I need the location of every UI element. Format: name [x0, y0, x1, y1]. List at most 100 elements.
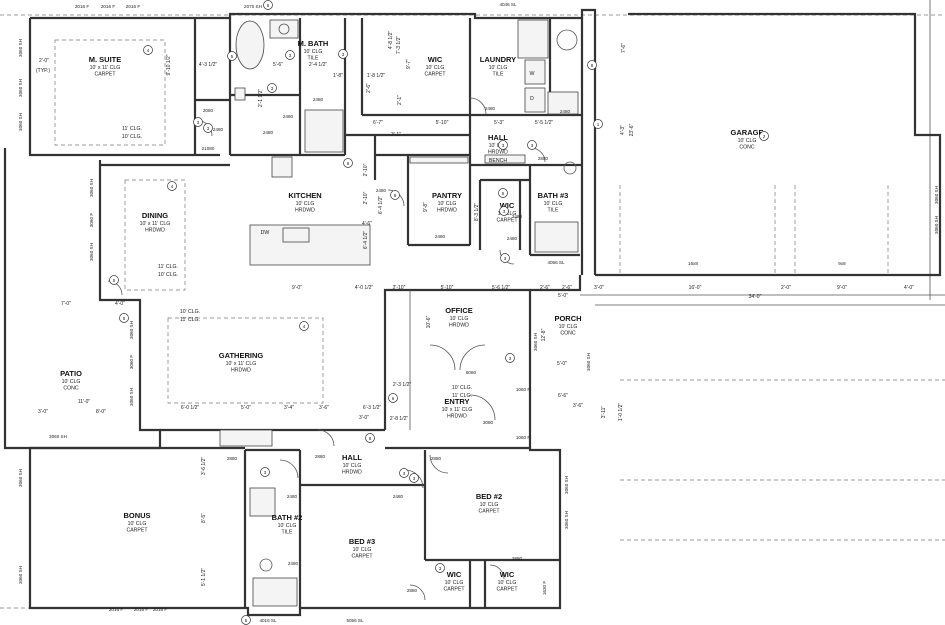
door-swings — [107, 97, 546, 601]
callout-number-c24: 3 — [439, 566, 442, 571]
window-tag-w-bot-2: 2016 F — [134, 607, 148, 612]
window-tag-w-gar-1: 3060 SH — [934, 186, 939, 204]
dimension-dm48: 3'-0" — [359, 415, 369, 421]
window-tag-w-top-2: 2016 F — [101, 4, 115, 9]
room-detail-bonus: 10' CLG — [128, 521, 147, 527]
callout-bubble-c26 — [500, 253, 510, 263]
window-tag-w-top-5: 4046 SL — [499, 2, 517, 7]
note-typ: (TYP.) — [36, 68, 51, 74]
window-tag-w-garage-door-2: 9x8 — [838, 261, 846, 266]
note-gather-clg: 10' CLG. — [180, 309, 200, 315]
dimension-dm8: 1'-8 1/2" — [367, 73, 386, 79]
room-detail-wic-hall: CARPET — [496, 218, 518, 224]
room-name-pantry: PANTRY — [432, 191, 462, 200]
door-tag-d14: 2880 — [315, 454, 326, 459]
room-name-laundry: LAUNDRY — [480, 55, 516, 64]
room-name-wic-bed3: WIC — [447, 570, 462, 579]
window-tag-w-off-1: 3060 SH — [533, 333, 538, 351]
window-tag-w-bed2-1: 3060 SH — [564, 476, 569, 494]
laundry-tub — [517, 19, 549, 59]
door-tag-d23: 2480 — [435, 234, 446, 239]
dimension-dm5: 2'-1 1/2" — [258, 89, 264, 108]
window-tag-w-top-3: 2016 F — [126, 4, 140, 9]
dimension-dm3: 4'-3 1/2" — [199, 62, 218, 68]
dimension-dm28: 2'-10" — [393, 285, 406, 291]
callout-number-c14: 4 — [171, 184, 174, 189]
room-detail-bed3: 10' CLG — [353, 547, 372, 553]
window-tag-w-din-3: 3060 SH — [89, 243, 94, 261]
callout-number-c12: 6 — [347, 161, 350, 166]
room-detail-patio: 10' CLG — [62, 379, 81, 385]
room-detail-entry: HRDWD — [447, 414, 467, 420]
callout-bubble-c3 — [193, 117, 203, 127]
dimension-dm15: 23'-6" — [629, 123, 635, 136]
callout-number-c9: 1 — [597, 122, 600, 127]
door-tag-d4: 21080 — [202, 146, 215, 151]
dryer — [524, 87, 546, 113]
window-tag-w-off-2: 4056 SL — [547, 260, 565, 265]
room-detail-kitchen: 10' CLG — [296, 201, 315, 207]
dimension-dm59: 2'-8 1/2" — [390, 416, 409, 422]
dimension-dm50: 10'-6" — [426, 315, 432, 328]
dimension-dm56: 8'-5" — [201, 513, 207, 523]
window-tag-w-bonus-2: 3060 SH — [18, 566, 23, 584]
room-detail-m-suite: CARPET — [94, 72, 116, 78]
room-detail-m-suite: 10' x 11' CLG — [90, 65, 121, 71]
dimension-dm18: 5'-10" — [436, 120, 449, 126]
note-msuite-clg2: 10' CLG. — [122, 134, 142, 140]
dimension-dm10: 7'-3 1/2" — [396, 36, 402, 55]
exterior-walls — [3, 8, 942, 617]
garage-doors — [619, 185, 889, 275]
window-tag-w-entry-2: 1060 F — [516, 435, 530, 440]
dimension-dm47: 3'-6" — [319, 405, 329, 411]
room-detail-gathering: HRDWD — [231, 368, 251, 374]
room-detail-bed2: CARPET — [478, 509, 500, 515]
callout-bubble-c9 — [593, 119, 603, 129]
callout-bubble-c14 — [167, 181, 177, 191]
note-gather-clg2: 11' CLG. — [180, 317, 200, 323]
room-name-bed2: BED #2 — [476, 492, 502, 501]
window-tag-w-left-3: 3060 SH — [18, 113, 23, 131]
callout-bubble-c29 — [499, 206, 509, 216]
window-tag-w-bed2-3: 1630 F — [542, 581, 547, 595]
window-tag-w-bonus-1: 3060 SH — [18, 469, 23, 487]
door-tag-d22: 2480 — [512, 214, 523, 219]
dimension-dm61: 8'-3 1/2" — [474, 203, 480, 222]
callout-number-c4: 3 — [342, 52, 345, 57]
callout-bubble-c5 — [227, 51, 237, 61]
dimension-dm46: 3'-4" — [284, 405, 294, 411]
window-tag-w-patio: 3060 SH — [49, 434, 67, 439]
dimension-dm44: 6'-0 1/2" — [181, 405, 200, 411]
callout-number-c3: 3 — [197, 120, 200, 125]
callout-number-c16: 5 — [502, 191, 505, 196]
room-detail-bath2: TILE — [282, 530, 293, 536]
dimension-labels: 2'-0"9'-10 1/2"4'-3 1/2"5'-6"2'-1 1/2"2'… — [38, 31, 914, 587]
room-name-kitchen: KITCHEN — [288, 191, 321, 200]
window-tag-w-bot-4: 4016 SL — [259, 618, 277, 623]
room-detail-wic-bed2: CARPET — [496, 587, 518, 593]
dimension-dm29: 5'-10" — [441, 285, 454, 291]
door-tag-d9: 2480 — [560, 109, 571, 114]
callout-number-c21: 6 — [369, 436, 372, 441]
sink-icon — [278, 23, 290, 35]
room-name-wic-bed2: WIC — [500, 570, 515, 579]
callout-bubble-c16 — [498, 188, 508, 198]
callout-bubble-c8 — [587, 60, 597, 70]
callout-bubble-c6 — [203, 123, 213, 133]
dimension-dm65: 1'-0 1/2" — [618, 403, 624, 422]
dimension-dm60: 9'-8" — [423, 202, 429, 212]
callout-bubble-c13 — [498, 140, 508, 150]
window-tag-w-din-2: 3060 F — [89, 213, 94, 227]
pantry-shelves — [409, 156, 469, 164]
callout-bubble-c28 — [285, 50, 295, 60]
dimension-dm1: 2'-0" — [39, 58, 49, 64]
toilet-bath3 — [563, 161, 577, 175]
window-tag-w-gat-2: 3060 F — [129, 355, 134, 369]
callout-bubble-c27 — [505, 353, 515, 363]
note-dryer: D — [530, 96, 534, 102]
window-tag-w-din-1: 3060 SH — [89, 179, 94, 197]
room-name-wic-master: WIC — [428, 55, 443, 64]
room-detail-wic-master: CARPET — [424, 72, 446, 78]
